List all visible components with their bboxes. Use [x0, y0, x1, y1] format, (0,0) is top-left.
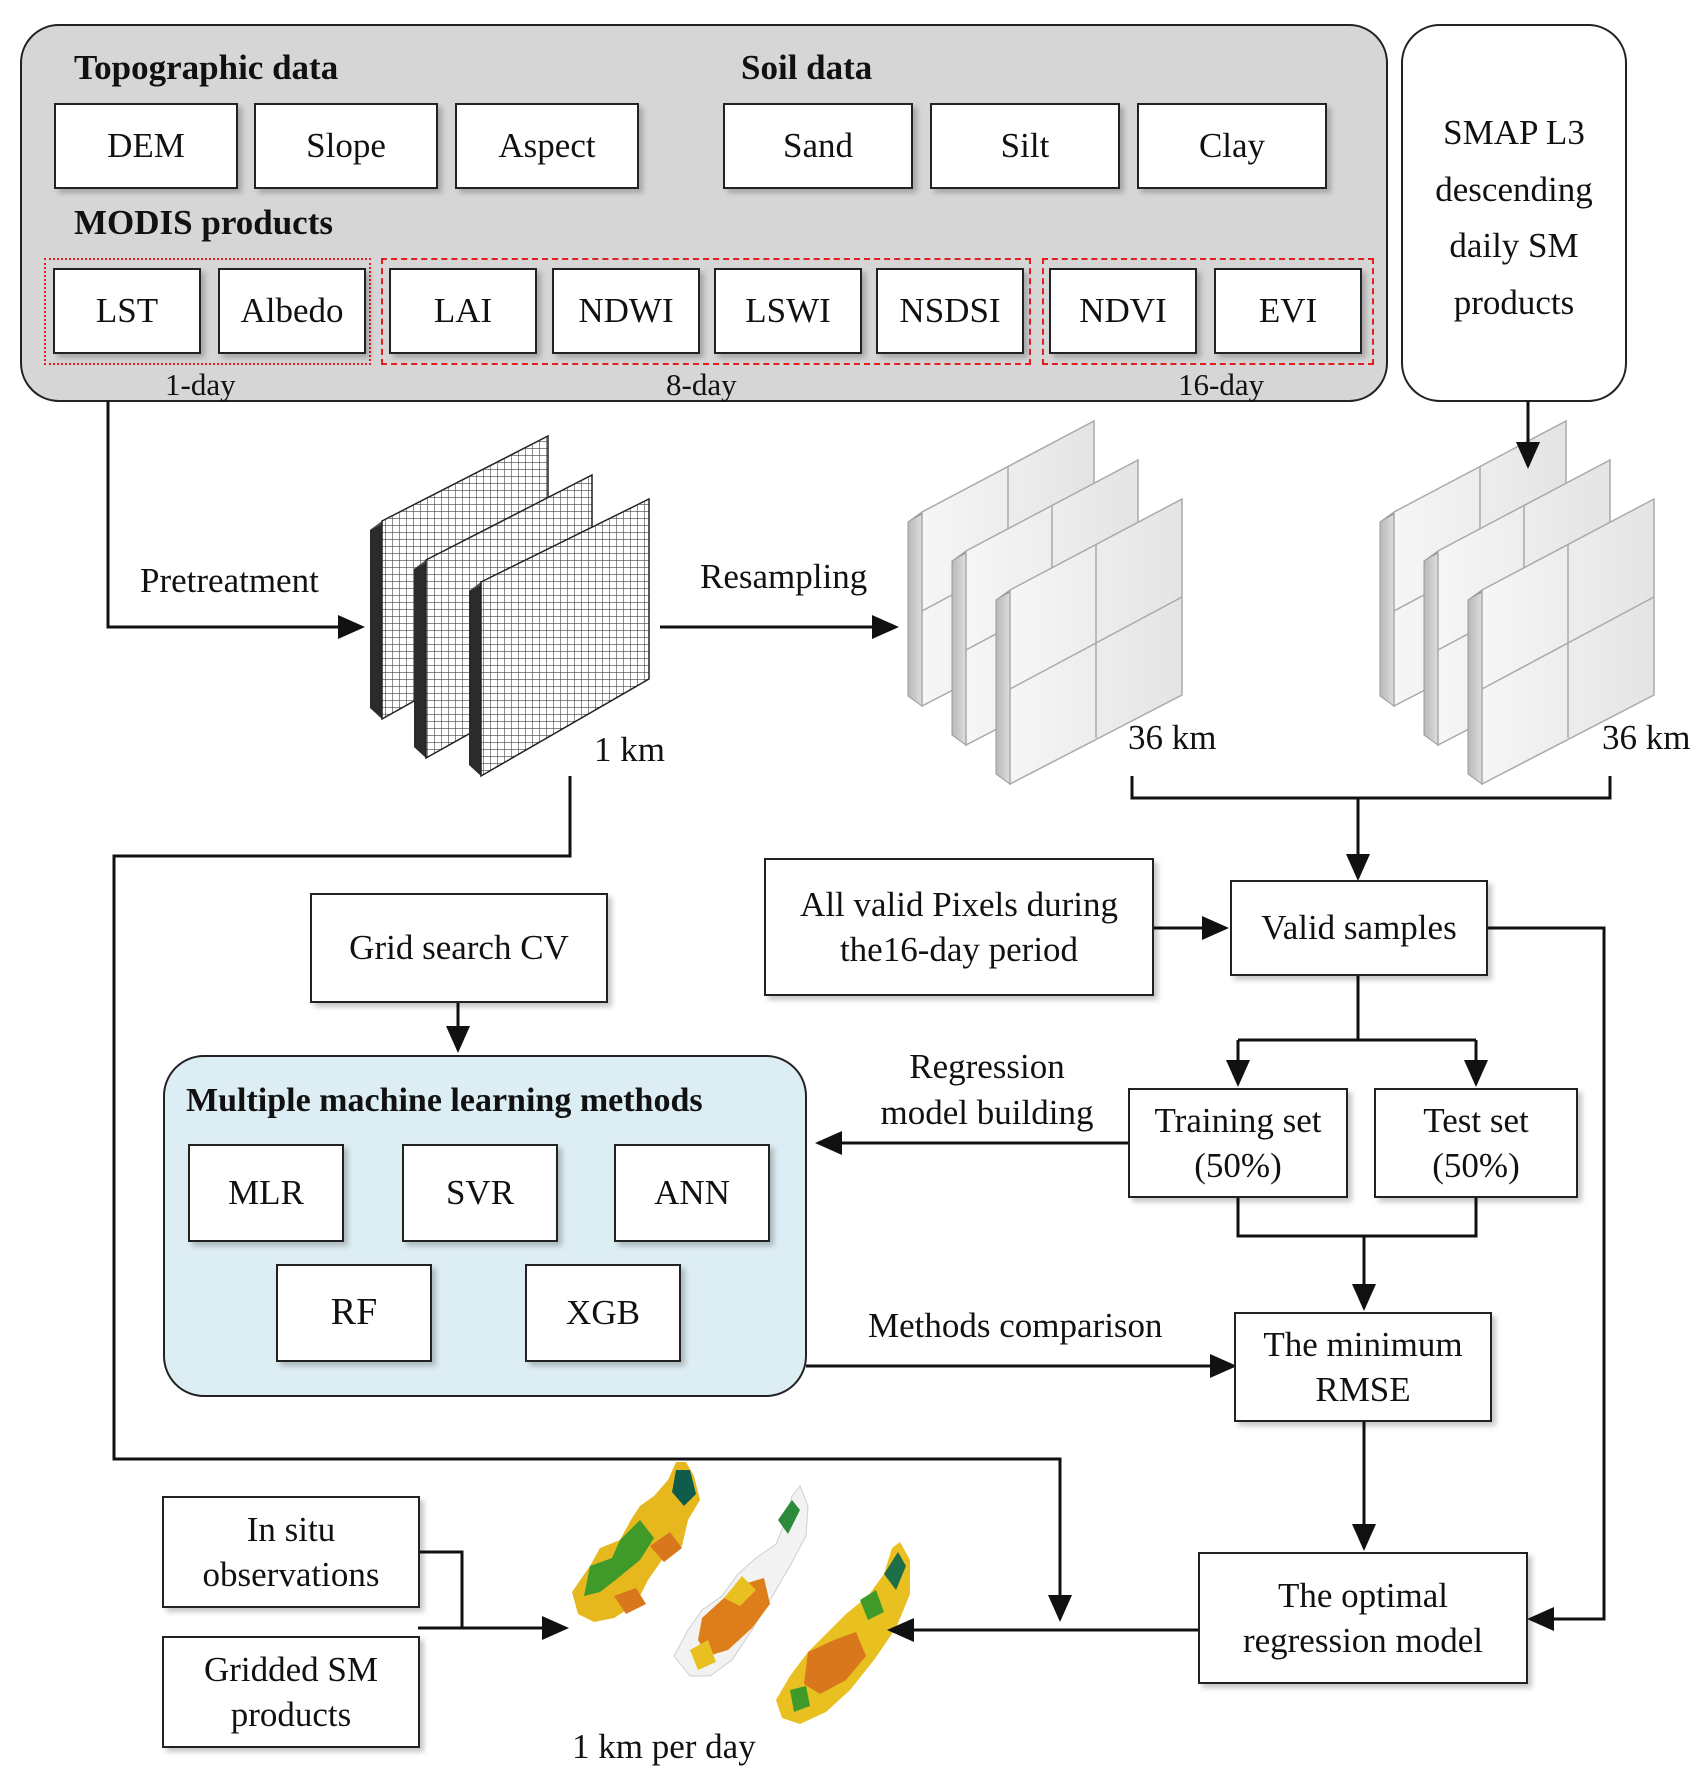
ann-box: ANN: [614, 1144, 770, 1242]
ml-panel-title: Multiple machine learning methods: [186, 1082, 703, 1119]
modis-header: MODIS products: [74, 203, 333, 242]
output-label: 1 km per day: [572, 1727, 756, 1766]
svr-box: SVR: [402, 1144, 558, 1242]
lswi-box: LSWI: [714, 268, 862, 354]
lst-box: LST: [53, 268, 201, 354]
soil-header: Soil data: [741, 48, 873, 87]
clay-box: Clay: [1137, 103, 1327, 189]
res-36km-right-label: 36 km: [1602, 718, 1691, 757]
optimal-model-box: The optimal regression model: [1198, 1552, 1528, 1684]
res-36km-left-label: 36 km: [1128, 718, 1217, 757]
valid-samples-box: Valid samples: [1230, 880, 1488, 976]
nsdsi-box: NSDSI: [876, 268, 1024, 354]
rf-box: RF: [276, 1264, 432, 1362]
label-8day: 8-day: [666, 367, 737, 402]
evi-box: EVI: [1214, 268, 1362, 354]
grid-stack-1km: [370, 434, 650, 778]
ndwi-box: NDWI: [552, 268, 700, 354]
label-16day: 16-day: [1178, 367, 1265, 402]
sand-box: Sand: [723, 103, 913, 189]
methods-comparison-label: Methods comparison: [868, 1306, 1163, 1345]
lai-box: LAI: [389, 268, 537, 354]
slope-box: Slope: [254, 103, 438, 189]
albedo-box: Albedo: [218, 268, 366, 354]
silt-box: Silt: [930, 103, 1120, 189]
connectors: [106, 401, 1612, 1642]
output-sm-maps: [572, 1462, 910, 1724]
group-16day-outline: [1042, 258, 1374, 365]
resampling-label: Resampling: [700, 557, 868, 596]
res-1km-label: 1 km: [594, 730, 665, 769]
coarse-stack-resampled: [907, 419, 1183, 786]
ndvi-box: NDVI: [1049, 268, 1197, 354]
xgb-box: XGB: [525, 1264, 681, 1362]
mlr-box: MLR: [188, 1144, 344, 1242]
dem-box: DEM: [54, 103, 238, 189]
smap-panel-bg: [1401, 24, 1627, 402]
pretreatment-label: Pretreatment: [140, 561, 319, 600]
topographic-header: Topographic data: [74, 48, 339, 87]
coarse-stack-smap: [1379, 419, 1655, 786]
valid-pixels-box: All valid Pixels during the16-day period: [764, 858, 1154, 996]
smap-box-text: SMAP L3 descending daily SM products: [1435, 113, 1593, 323]
training-set-box: Training set (50%): [1128, 1088, 1348, 1198]
in-situ-box: In situ observations: [162, 1496, 420, 1608]
grid-search-box: Grid search CV: [310, 893, 608, 1003]
min-rmse-box: The minimum RMSE: [1234, 1312, 1492, 1422]
group-1day-outline: [44, 258, 371, 365]
regression-building-label: Regression model building: [880, 1047, 1094, 1132]
label-1day: 1-day: [165, 367, 236, 402]
group-8day-outline: [381, 258, 1031, 365]
aspect-box: Aspect: [455, 103, 639, 189]
gridded-sm-box: Gridded SM products: [162, 1636, 420, 1748]
test-set-box: Test set (50%): [1374, 1088, 1578, 1198]
